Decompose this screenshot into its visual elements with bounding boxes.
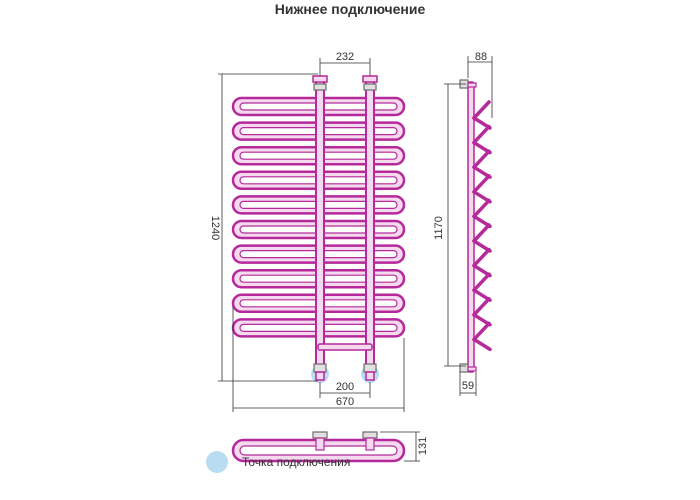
dimension-131	[380, 431, 420, 462]
side-bar	[472, 272, 492, 302]
left-bottom-fitting	[313, 363, 327, 381]
side-bar	[472, 174, 492, 204]
dimension-59	[459, 372, 477, 396]
dimension-1240	[218, 73, 318, 382]
side-view-bars	[472, 100, 492, 352]
top-view: 131	[231, 431, 429, 463]
dimension-200-label: 200	[336, 381, 354, 393]
legend: Точка подключения	[206, 451, 350, 473]
side-bar	[472, 124, 492, 155]
dimension-1240-label: 1240	[209, 216, 221, 240]
side-bar	[472, 198, 492, 229]
legend-label: Точка подключения	[242, 455, 351, 469]
front-view: 232 1240 200 670	[209, 51, 406, 412]
bottom-bridge	[317, 343, 373, 351]
side-bottom-bracket	[459, 363, 477, 373]
right-bottom-fitting	[363, 363, 377, 381]
dimension-1170-label: 1170	[433, 216, 445, 240]
dimension-232-label: 232	[336, 51, 354, 63]
top-view-right-fitting	[362, 431, 378, 451]
side-bar	[472, 297, 492, 327]
side-bar	[472, 247, 492, 278]
dimension-200	[319, 382, 371, 398]
side-bar	[472, 100, 492, 130]
right-collector-pipe	[365, 79, 375, 377]
side-collector-pipe	[467, 81, 475, 373]
top-view-left-fitting	[312, 431, 328, 451]
dimension-88	[467, 56, 493, 118]
dimension-232	[319, 58, 371, 76]
dimension-670-label: 670	[336, 396, 354, 408]
dimension-88-label: 88	[475, 51, 487, 63]
left-collector-pipe	[315, 79, 325, 377]
side-bar	[472, 149, 492, 179]
dimension-1170	[444, 83, 466, 367]
page-title: Нижнее подключение	[274, 1, 426, 17]
side-view: 88 1170 59	[433, 51, 493, 396]
side-bar	[472, 321, 492, 352]
dimension-59-label: 59	[462, 380, 474, 392]
side-bar	[472, 223, 492, 253]
connection-point-swatch	[206, 451, 228, 473]
dimension-670	[232, 306, 405, 412]
dimension-131-label: 131	[417, 437, 429, 455]
